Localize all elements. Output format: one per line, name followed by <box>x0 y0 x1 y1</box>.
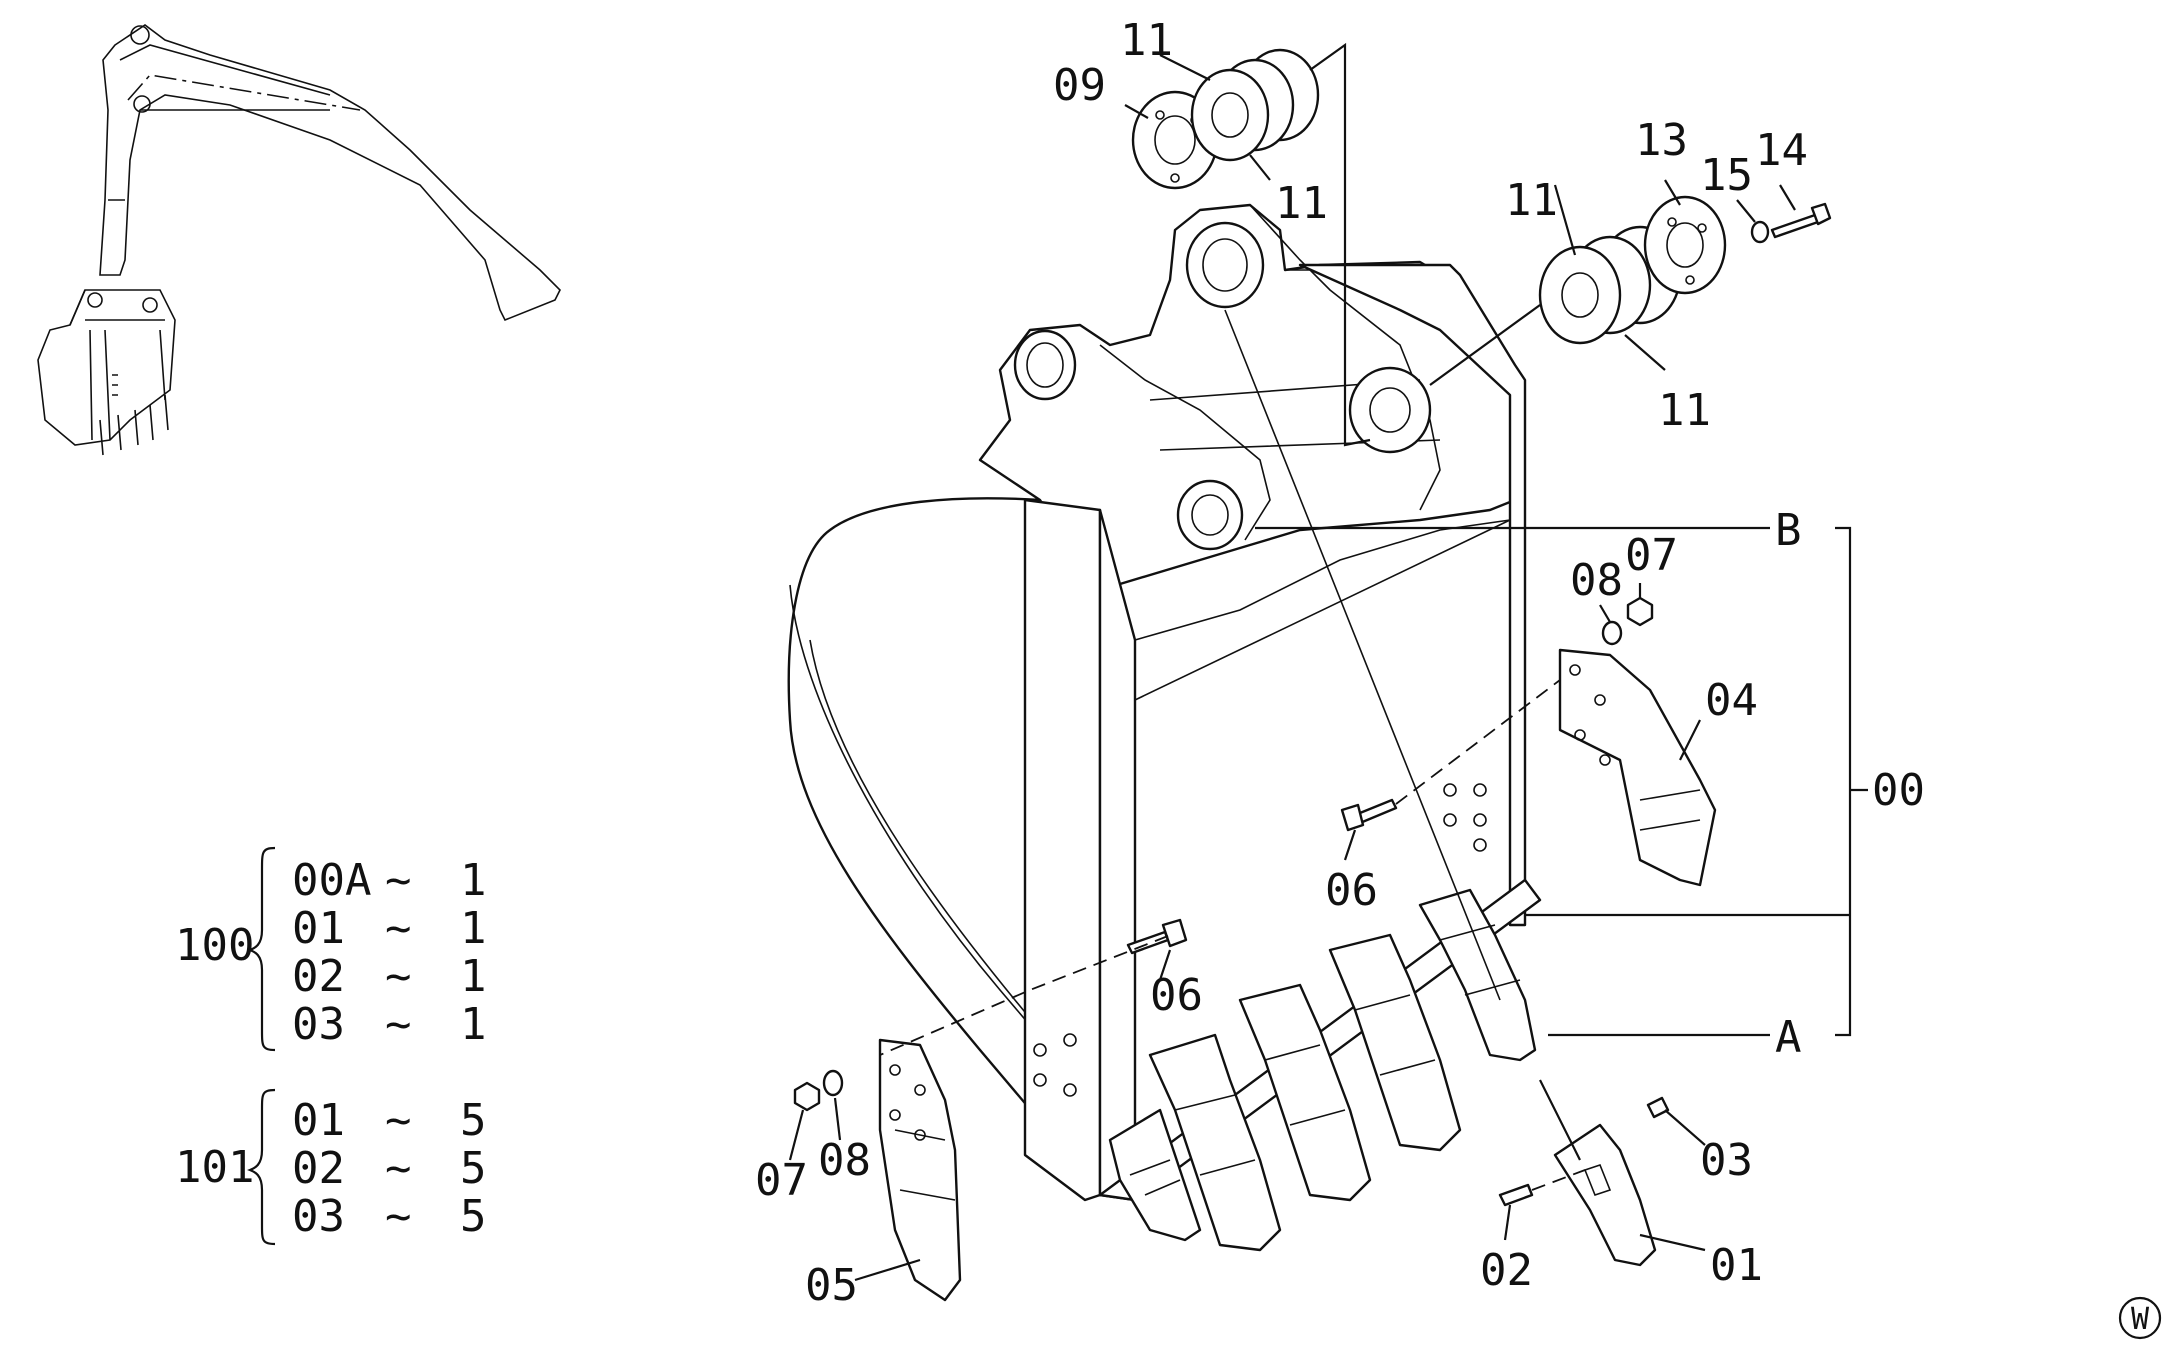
part-08-washer-left <box>822 1069 844 1097</box>
callout-11-mid: 11 <box>1275 178 1328 229</box>
tooth-4 <box>1328 933 1462 1152</box>
callout-11-top: 11 <box>1120 15 1173 66</box>
callout-B: B <box>1775 505 1802 556</box>
kit-101-id: 101 <box>175 1142 254 1193</box>
kit-101-row-1-part: 01 <box>292 1095 345 1146</box>
part-07-nut-right <box>1626 596 1654 627</box>
callout-11-right-upper: 11 <box>1505 175 1558 226</box>
part-08-washer-right <box>1601 620 1623 646</box>
kit-100-row-2-qty: 1 <box>460 903 487 954</box>
kit-100-row-2-part: 01 <box>292 903 345 954</box>
callout-14: 14 <box>1755 125 1808 176</box>
callout-08-left: 08 <box>818 1135 871 1186</box>
kit-101-row-3-part: 03 <box>292 1191 345 1242</box>
pin-boss-top <box>1185 221 1265 309</box>
callout-labels: 11 09 11 11 11 13 15 14 B A 00 08 07 04 … <box>755 15 1925 1311</box>
part-13-plate <box>1643 195 1727 295</box>
tooth-5 <box>1418 888 1537 1062</box>
corner-mark-letter: W <box>2131 1302 2150 1337</box>
callout-01: 01 <box>1710 1240 1763 1291</box>
callout-09: 09 <box>1053 60 1106 111</box>
kit-100-row-2-sym: ~ <box>385 903 412 954</box>
part-05-side-cutter <box>878 1038 962 1302</box>
tooth-3 <box>1238 983 1372 1202</box>
callout-15: 15 <box>1700 150 1753 201</box>
kit-100-row-1-qty: 1 <box>460 855 487 906</box>
kit-100-row-3-sym: ~ <box>385 951 412 1002</box>
kit-100: 100 00A ~ 1 01 ~ 1 02 ~ 1 03 ~ 1 <box>175 846 487 1052</box>
bucket-teeth <box>1108 888 1537 1252</box>
part-04-side-cutter <box>1558 648 1717 887</box>
callout-08-right: 08 <box>1570 555 1623 606</box>
kit-100-row-1-sym: ~ <box>385 855 412 906</box>
kit-100-row-1-part: 00A <box>292 855 371 906</box>
part-15-washer <box>1750 220 1770 244</box>
kit-100-row-4-sym: ~ <box>385 999 412 1050</box>
pin-boss-lower <box>1176 479 1244 551</box>
part-14-bolt <box>1770 202 1832 239</box>
callout-00: 00 <box>1872 765 1925 816</box>
part-06-bolt-right <box>1340 798 1398 832</box>
kit-101: 101 01 ~ 5 02 ~ 5 03 ~ 5 <box>175 1088 487 1246</box>
kit-101-row-2-part: 02 <box>292 1143 345 1194</box>
kit-101-row-3-sym: ~ <box>385 1191 412 1242</box>
kit-101-row-1-sym: ~ <box>385 1095 412 1146</box>
callout-07-right: 07 <box>1625 530 1678 581</box>
pin-boss-upper-left <box>1013 329 1077 401</box>
pin-boss-right <box>1348 366 1432 454</box>
callout-A: A <box>1775 1012 1802 1063</box>
kit-101-row-3-qty: 5 <box>460 1191 487 1242</box>
kit-101-row-2-qty: 5 <box>460 1143 487 1194</box>
kit-100-id: 100 <box>175 920 254 971</box>
callout-07-left: 07 <box>755 1155 808 1206</box>
callout-06-left: 06 <box>1150 970 1203 1021</box>
kit-100-row-4-qty: 1 <box>460 999 487 1050</box>
callout-03: 03 <box>1700 1135 1753 1186</box>
kit-101-row-2-sym: ~ <box>385 1143 412 1194</box>
callout-05: 05 <box>805 1260 858 1311</box>
part-01-tooth <box>1553 1123 1657 1267</box>
callout-02: 02 <box>1480 1245 1533 1296</box>
kit-100-row-3-part: 02 <box>292 951 345 1002</box>
part-02-pin <box>1498 1183 1534 1207</box>
kit-100-row-3-qty: 1 <box>460 951 487 1002</box>
leader-lines <box>788 42 1868 1282</box>
kit-101-row-1-qty: 5 <box>460 1095 487 1146</box>
kit-100-row-4-part: 03 <box>292 999 345 1050</box>
callout-13: 13 <box>1635 115 1688 166</box>
excavator-overview <box>37 24 561 456</box>
callout-11-right-lower: 11 <box>1658 385 1711 436</box>
callout-06-right: 06 <box>1325 865 1378 916</box>
callout-04: 04 <box>1705 675 1758 726</box>
tooth-1 <box>1108 1108 1202 1242</box>
corner-mark: W <box>2118 1296 2162 1340</box>
part-07-nut-left <box>793 1081 821 1112</box>
part-11-upper-shims <box>1190 48 1320 162</box>
part-03-lock <box>1646 1096 1670 1119</box>
tooth-2 <box>1148 1033 1282 1252</box>
